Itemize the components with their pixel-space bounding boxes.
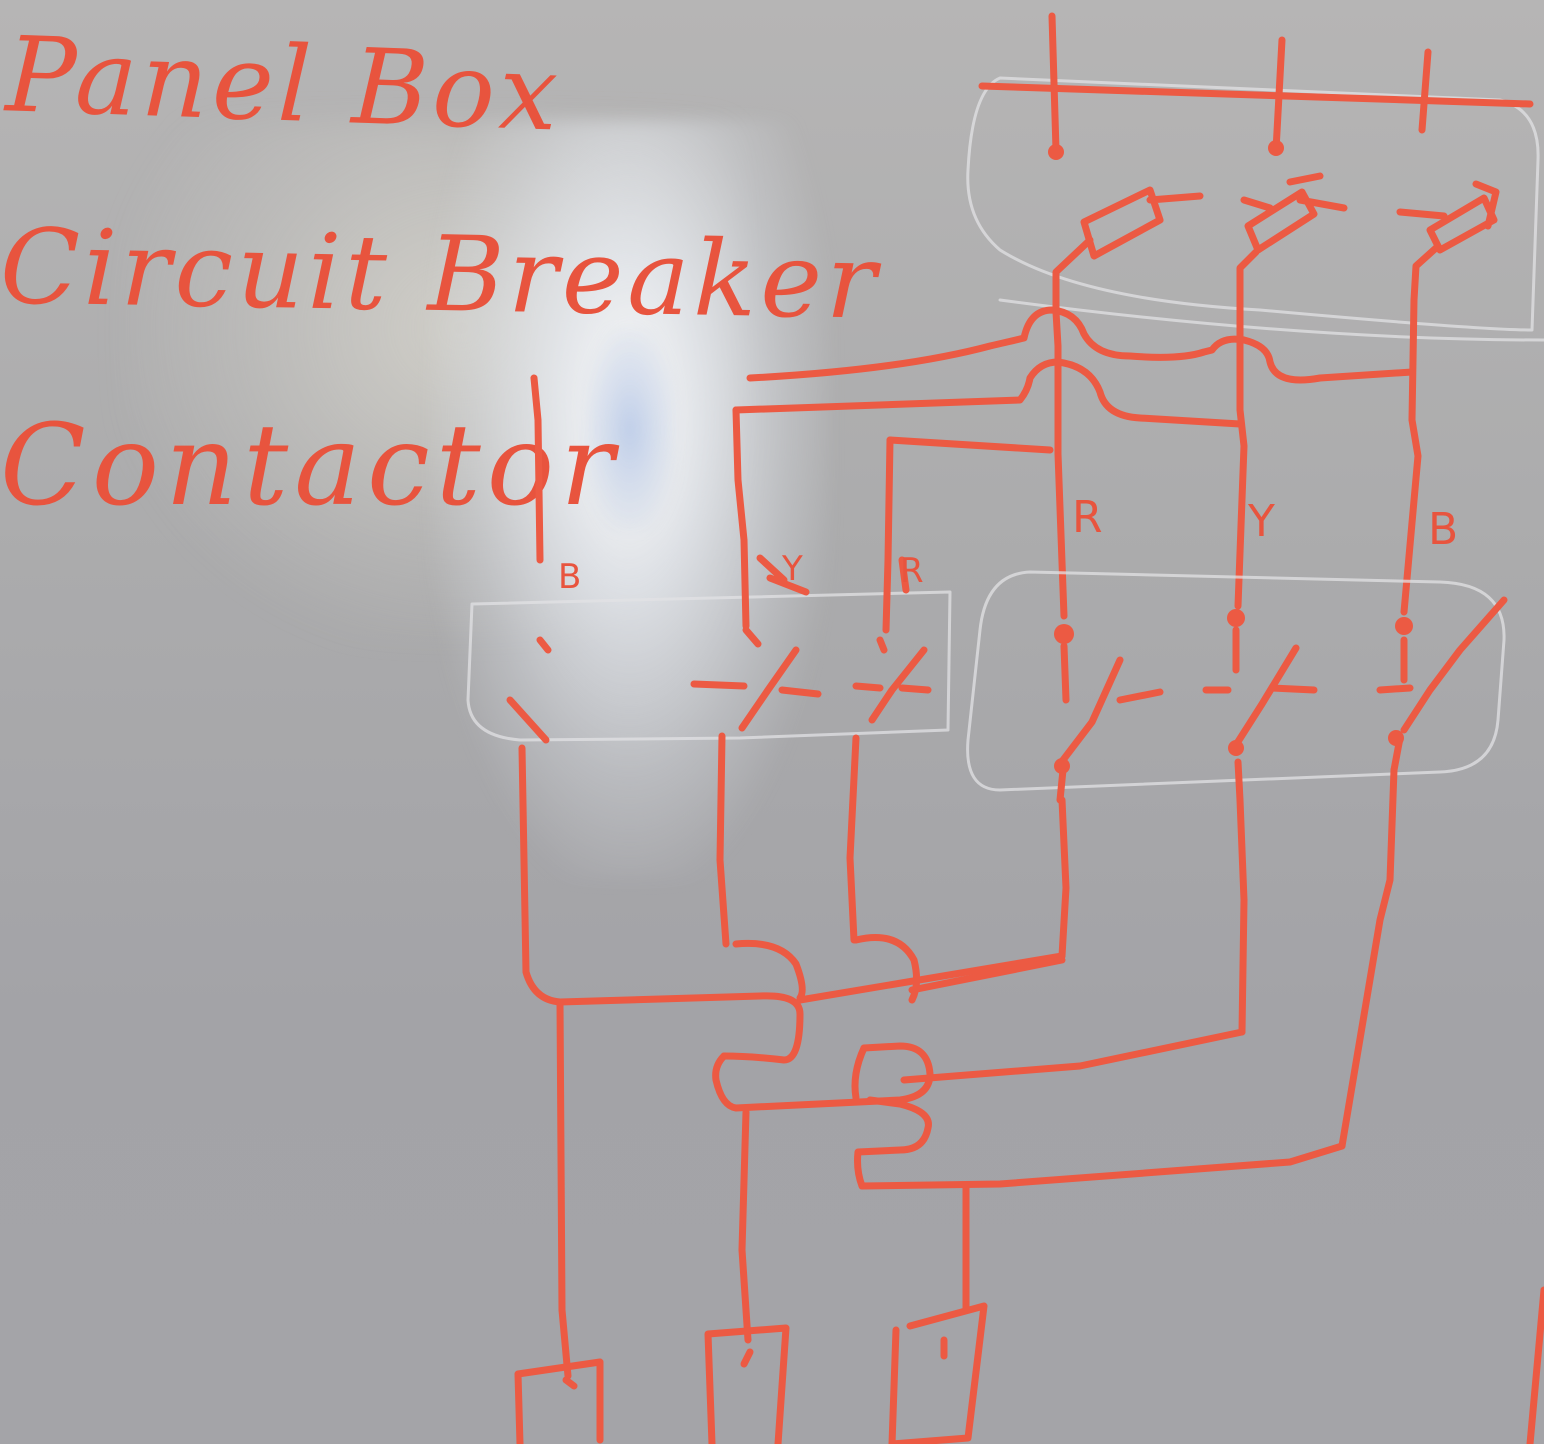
contactor-main-outline (966, 570, 1506, 792)
bottom-crossovers (556, 939, 1066, 1064)
reverse-contact-r (852, 636, 932, 724)
panel-box-outline (966, 76, 1540, 332)
breaker-element-b (1396, 180, 1500, 304)
lead-1 (556, 998, 572, 1380)
phase-label-b: B (1428, 504, 1459, 555)
supply-line-r (1048, 12, 1060, 154)
reverse-contact-b (506, 636, 552, 744)
reverse-feeder-b (530, 374, 544, 564)
terminal-1 (514, 1358, 604, 1444)
contact-b (1376, 596, 1508, 774)
breaker-element-y (1236, 172, 1348, 306)
feeder-b (1400, 296, 1422, 616)
phase-label-r: R (1072, 492, 1103, 543)
contact-y (1202, 626, 1318, 804)
supply-line-b (1418, 48, 1432, 134)
reverse-contact-y (690, 626, 822, 732)
lead-2 (738, 1108, 752, 1344)
reverse-phase-label-b: B (558, 557, 582, 597)
reverse-phase-label-r: R (900, 551, 924, 591)
reverse-phase-label-y: Y (782, 549, 803, 589)
crossover-wires (746, 306, 1416, 384)
breaker-element-r (1052, 186, 1204, 316)
reverse-feeder-r (882, 436, 894, 634)
feeder-r (1052, 308, 1068, 620)
drop-left (518, 744, 564, 1006)
terminal-3 (888, 1302, 988, 1444)
contactor-reverse-outline (466, 590, 952, 742)
contact-r (1056, 642, 1164, 804)
reverse-feeder-y (732, 406, 750, 630)
label-contactor: Contactor (0, 401, 620, 531)
terminal-2 (704, 1324, 790, 1444)
feeder-y (1234, 298, 1248, 610)
phase-label-y: Y (1248, 496, 1275, 547)
